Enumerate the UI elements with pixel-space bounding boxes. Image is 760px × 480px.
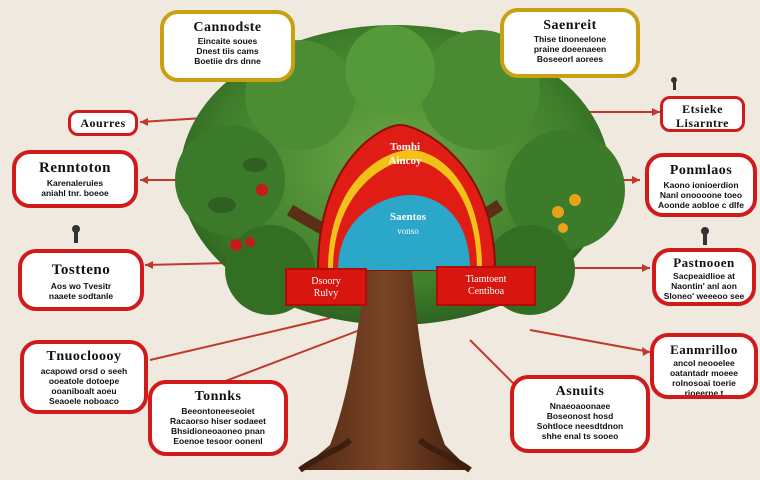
callout-line: Sacpeaidlioe at xyxy=(673,271,735,281)
callout-line: naaete sodtanle xyxy=(48,291,114,301)
callout-line: Nnaeoaoonaee xyxy=(549,401,611,411)
callout-right-small: Etsieke Lisarntre xyxy=(660,96,745,132)
callout-left-3: Tnuocloooy acapowd orsd o seeh ooeatole … xyxy=(20,340,148,414)
callout-title: Asnuits xyxy=(555,384,605,399)
callout-top-left: Cannodste Eincaite soues Dnest tiis cams… xyxy=(160,10,295,82)
callout-line: Aos wo Tvesitr xyxy=(50,281,112,291)
callout-line: rioeerne t xyxy=(684,388,724,398)
callout-title: Pastnooen xyxy=(673,255,735,270)
arch-blue xyxy=(338,195,470,270)
arch-outer-line-2: Aincoy xyxy=(389,155,423,167)
callout-title: Renntoton xyxy=(38,160,111,176)
arch-inner-line-2: vonso xyxy=(397,226,419,236)
callout-right-3: Eanmrilloo ancol neooelee oatantadr moee… xyxy=(650,333,758,399)
callout-line: Seaoele noboaco xyxy=(49,396,119,406)
callout-right-1: Ponmlaos Kaono ionioerdion Nanl onoooone… xyxy=(645,153,757,217)
callout-right-2: Pastnooen Sacpeaidlioe at Naontin' anl a… xyxy=(652,248,756,306)
callout-line: acapowd orsd o seeh xyxy=(40,366,128,376)
callout-title: Saenreit xyxy=(543,18,597,33)
callout-top-right: Saenreit Thise tinoneelone praine doeena… xyxy=(500,8,640,78)
callout-line: shhe enal ts sooeo xyxy=(541,431,619,441)
callout-line: rolnosoai toerie xyxy=(672,378,736,388)
pin-icon xyxy=(701,227,709,245)
callout-left-small: Aourres xyxy=(68,110,138,136)
callout-title: Aourres xyxy=(80,116,126,130)
banner-left: Dsoory Rulvy xyxy=(285,268,367,306)
callout-line: Aoonde aobloe c dlfe xyxy=(658,200,744,210)
callout-line: aniahl tnr. boeoe xyxy=(41,188,109,198)
callout-left-2: Tostteno Aos wo Tvesitr naaete sodtanle xyxy=(18,249,144,311)
arrowheads xyxy=(140,108,660,356)
callout-title: Ponmlaos xyxy=(669,163,733,178)
callout-title: Tostteno xyxy=(51,262,111,278)
callout-line: Naontin' anl aon xyxy=(671,281,737,291)
callout-bottom-right: Asnuits Nnaeoaoonaee Boseonost hosd Soht… xyxy=(510,375,650,453)
callout-line: Boetiie drs dnne xyxy=(194,56,261,66)
arch-outer-line-1: Tomhi xyxy=(390,141,420,153)
callout-line: ancol neooelee xyxy=(673,358,735,368)
callout-title: Tonnks xyxy=(194,389,242,404)
pin-icon xyxy=(72,225,80,243)
arch-inner-line-1: Saentos xyxy=(390,211,427,223)
callout-line: Karenaleruies xyxy=(46,178,104,188)
banner-right-line-2: Centiboa xyxy=(467,286,505,297)
callout-line: Sohtloce neesdtdnon xyxy=(536,421,624,431)
fruit-decorations xyxy=(208,158,581,251)
callout-line: Lisarntre xyxy=(676,116,729,130)
callout-line: Eoenoe tesoor oonenl xyxy=(173,436,263,446)
callout-left-1: Renntoton Karenaleruies aniahl tnr. boeo… xyxy=(12,150,138,208)
callout-line: Racaorso hiser sodaeet xyxy=(170,416,266,426)
banner-left-line-1: Dsoory xyxy=(311,276,341,287)
banner-right: Tiamtoent Centiboa xyxy=(436,266,536,306)
callout-line: ooeatole dotoepe xyxy=(48,376,120,386)
callout-line: ooaniboalt aoeu xyxy=(51,386,117,396)
callout-line: Kaono ionioerdion xyxy=(663,180,739,190)
callout-line: Dnest tiis cams xyxy=(196,46,259,56)
callout-title: Eanmrilloo xyxy=(670,342,738,357)
callout-line: Thise tinoneelone xyxy=(533,34,607,44)
callout-line: praine doeenaeen xyxy=(533,44,607,54)
callout-title: Tnuocloooy xyxy=(46,349,122,364)
callout-title: Etsieke xyxy=(682,102,723,116)
banner-right-line-1: Tiamtoent xyxy=(465,274,507,285)
callout-line: oatantadr moeee xyxy=(669,368,739,378)
callout-line: Boseonost hosd xyxy=(546,411,614,421)
banner-left-line-2: Rulvy xyxy=(313,288,339,299)
callout-line: Beeontoneeseoiet xyxy=(181,406,255,416)
pin-icon xyxy=(671,77,677,90)
callout-bottom-left: Tonnks Beeontoneeseoiet Racaorso hiser s… xyxy=(148,380,288,456)
callout-line: Boseeorl aorees xyxy=(536,54,604,64)
callout-line: Eincaite soues xyxy=(197,36,258,46)
callout-line: Sloneo' weeeoo see xyxy=(663,291,745,301)
callout-line: Nanl onoooone toeo xyxy=(659,190,743,200)
tree-trunk xyxy=(300,250,470,470)
callout-title: Cannodste xyxy=(193,20,262,35)
callout-line: Bhsidioneoaoneo pnan xyxy=(171,426,265,436)
